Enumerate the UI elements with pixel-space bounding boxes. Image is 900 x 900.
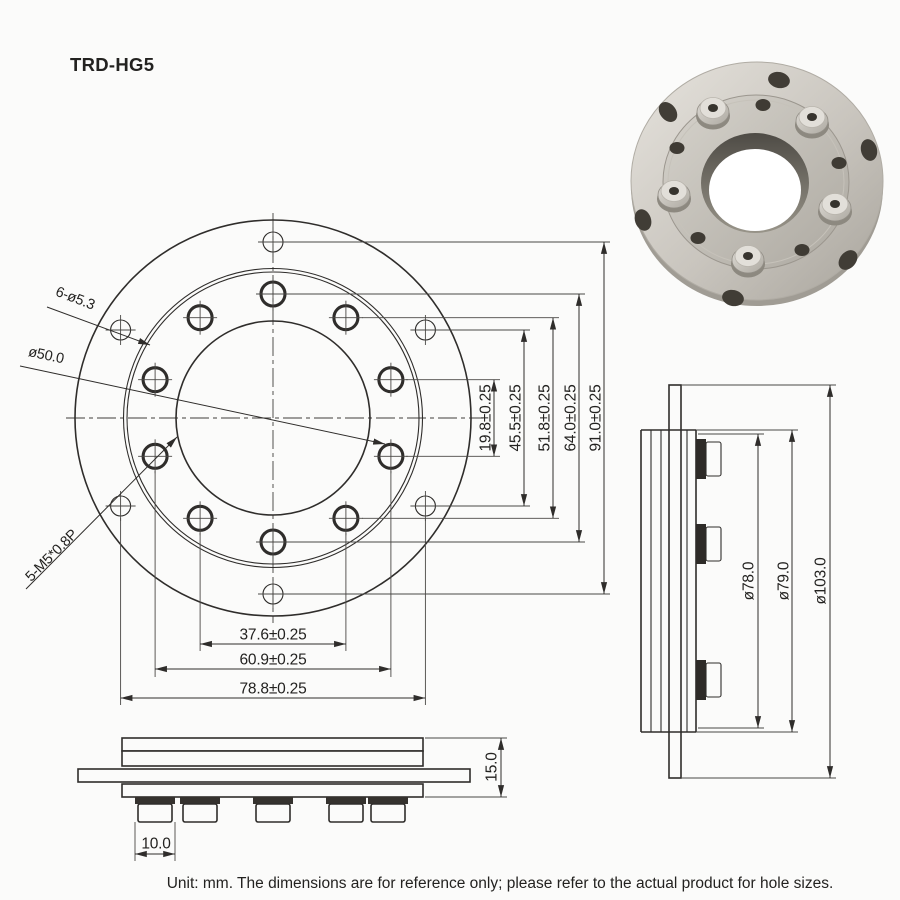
dim-dia-78: ø78.0 bbox=[740, 561, 758, 601]
dim-dia-103: ø103.0 bbox=[812, 557, 830, 605]
side-view-drawing bbox=[640, 384, 836, 779]
bottom-profile-drawing bbox=[77, 737, 507, 861]
dim-45-5: 45.5±0.25 bbox=[507, 384, 525, 452]
dim-64-0: 64.0±0.25 bbox=[562, 384, 580, 452]
outer-bolt-holes bbox=[105, 227, 441, 609]
drawing-title: TRD-HG5 bbox=[70, 54, 155, 75]
footer-note: Unit: mm. The dimensions are for referen… bbox=[166, 875, 834, 892]
product-photo bbox=[630, 61, 884, 307]
dim-19-8: 19.8±0.25 bbox=[477, 384, 495, 452]
dim-60-9: 60.9±0.25 bbox=[239, 651, 307, 669]
inner-bolt-holes bbox=[138, 277, 408, 559]
dim-51-8: 51.8±0.25 bbox=[536, 384, 554, 452]
front-view-drawing bbox=[19, 213, 610, 705]
dim-boss-width-10: 10.0 bbox=[141, 835, 171, 853]
dim-78-8: 78.8±0.25 bbox=[239, 680, 307, 698]
dim-91-0: 91.0±0.25 bbox=[587, 384, 605, 452]
dim-thickness-15: 15.0 bbox=[483, 752, 501, 782]
dim-dia-79: ø79.0 bbox=[775, 561, 793, 601]
photo-boss bbox=[657, 97, 852, 278]
dim-37-6: 37.6±0.25 bbox=[239, 626, 307, 644]
